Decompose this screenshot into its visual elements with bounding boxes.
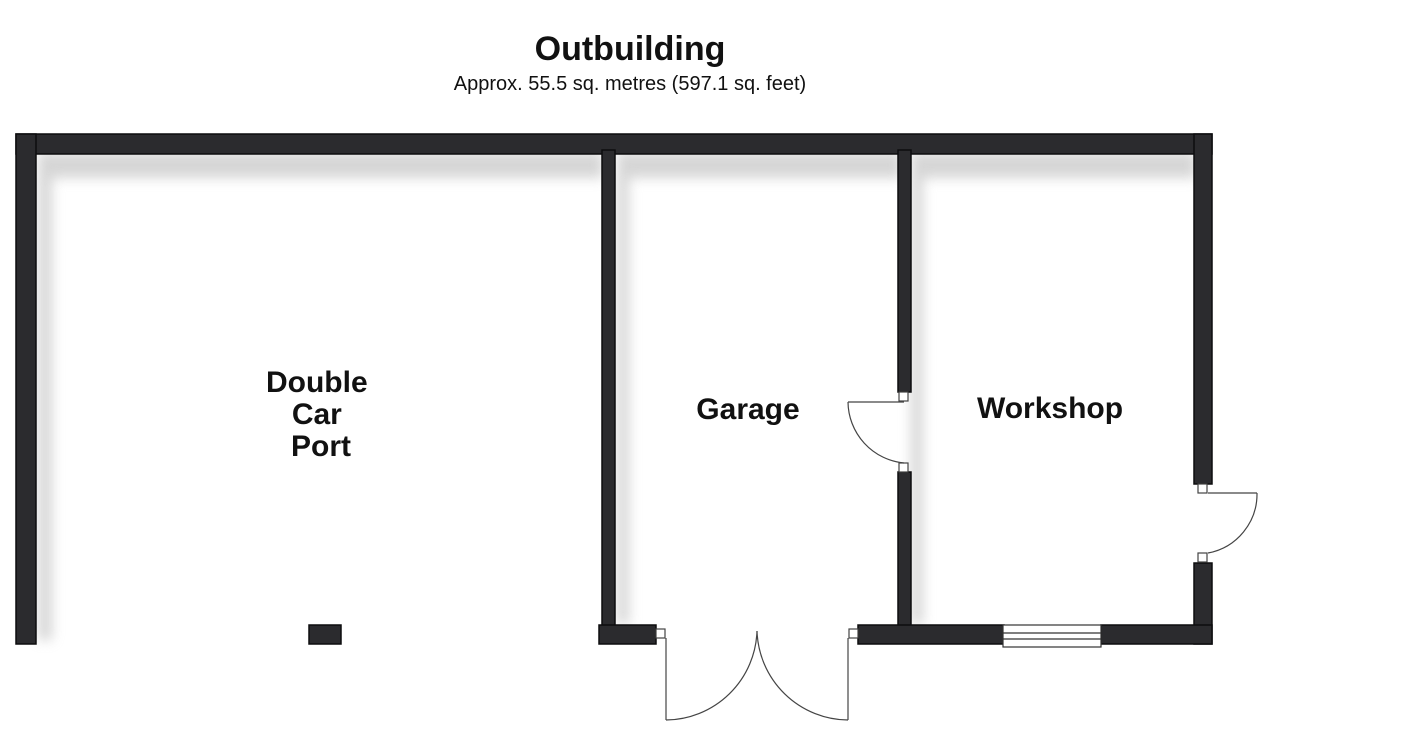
left-wall	[15, 133, 37, 645]
plan-area-subtitle: Approx. 55.5 sq. metres (597.1 sq. feet)	[453, 73, 807, 95]
walls	[15, 133, 1213, 645]
garage-front-right-wall	[857, 624, 1005, 645]
internal-door	[847, 401, 905, 464]
garage-workshop-partition-lower	[897, 471, 912, 633]
garage-workshop-partition-upper	[897, 149, 912, 393]
plan-title: Outbuilding	[534, 30, 726, 68]
workshop-front-wall	[1100, 624, 1213, 645]
workshop-side-door	[1207, 492, 1258, 554]
carport-post	[308, 624, 342, 645]
right-wall-upper	[1193, 133, 1213, 485]
car-port-line-2: Car	[292, 398, 342, 431]
room-label-workshop: Workshop	[977, 392, 1123, 425]
car-port-line-3: Port	[291, 430, 351, 463]
garage-front-left-wall	[598, 624, 657, 645]
wall-shadows	[38, 152, 1196, 640]
workshop-window	[1002, 624, 1102, 648]
door-jambs	[655, 391, 1208, 639]
garage-double-door	[665, 630, 849, 721]
car-port-line-1: Double	[266, 366, 368, 399]
carport-garage-partition	[601, 149, 616, 631]
room-label-garage: Garage	[696, 393, 799, 426]
room-label-double-car-port: Double Car Port	[266, 366, 376, 463]
doors	[665, 401, 1258, 721]
